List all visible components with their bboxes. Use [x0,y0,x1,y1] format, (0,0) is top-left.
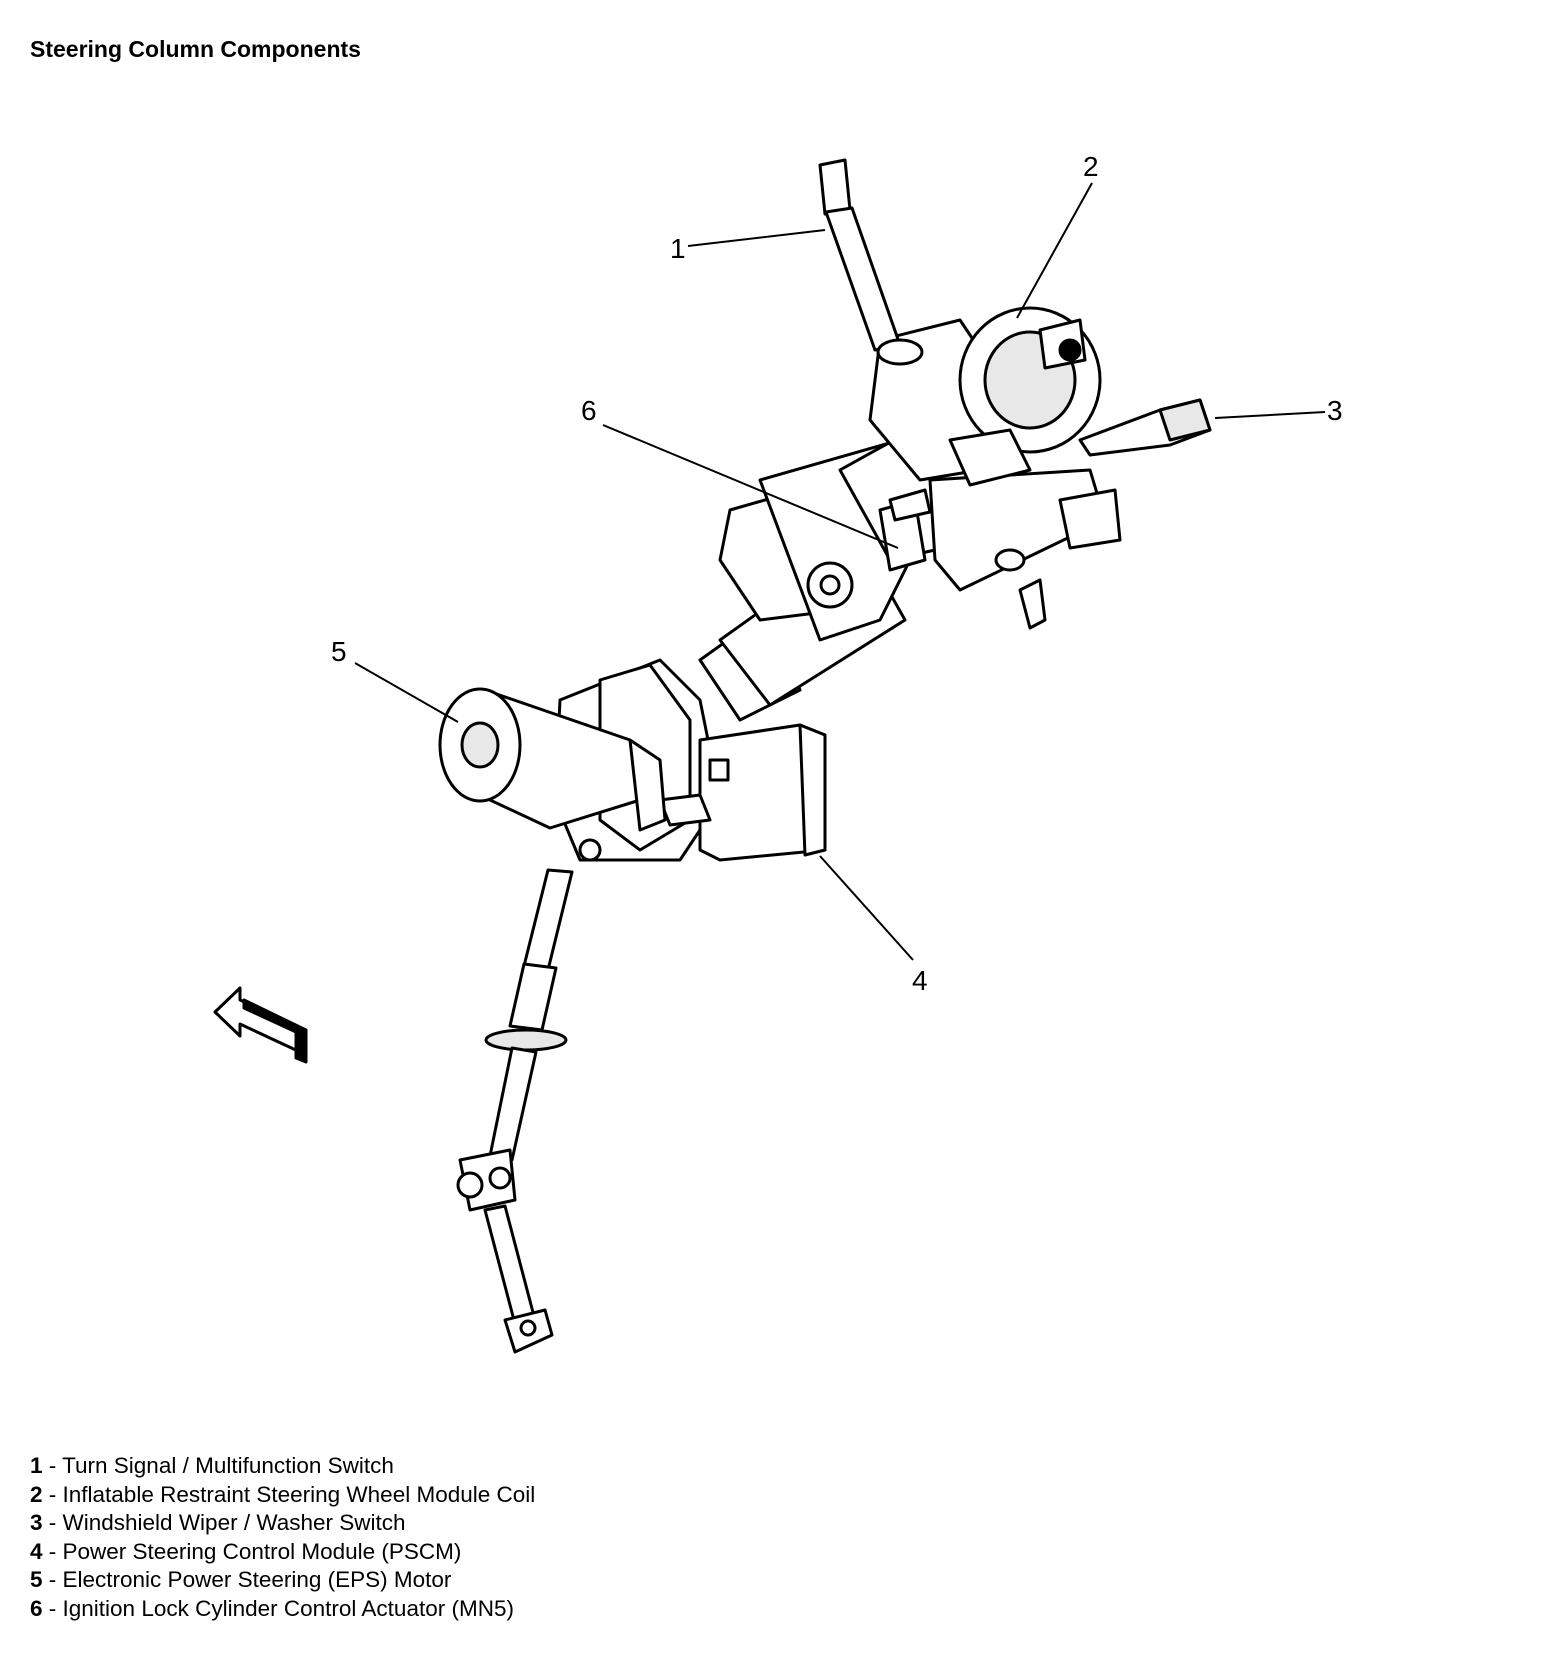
legend-number: 4 [30,1538,43,1564]
pscm-module [658,723,827,862]
intermediate-shaft [456,868,574,1354]
legend-number: 5 [30,1567,43,1592]
ignition-actuator [878,488,932,572]
legend-text: Power Steering Control Module (PSCM) [62,1538,462,1564]
legend-item: 4 - Power Steering Control Module (PSCM) [30,1538,535,1567]
legend: 1 - Turn Signal / Multifunction Switch 2… [30,1452,535,1623]
callout-5: 5 [331,636,347,667]
legend-text: Turn Signal / Multifunction Switch [62,1453,394,1478]
legend-separator: - [42,1453,63,1478]
direction-arrow-icon [213,986,308,1064]
wiper-lever [1078,398,1212,457]
legend-item: 1 - Turn Signal / Multifunction Switch [30,1452,535,1481]
steering-column-illustration: 1 2 3 4 5 6 [213,151,1343,1354]
callout-4: 4 [912,965,928,996]
eps-motor [438,687,667,832]
leader-lines [354,182,1326,961]
legend-number: 6 [30,1595,43,1621]
callout-1: 1 [670,233,686,264]
legend-text: Ignition Lock Cylinder Control Actuator … [62,1595,514,1621]
legend-item: 3 - Windshield Wiper / Washer Switch [30,1509,535,1538]
callout-6: 6 [581,395,597,426]
legend-number: 1 [30,1453,43,1478]
legend-separator: - [42,1595,63,1621]
legend-separator: - [42,1481,63,1507]
column-tube [698,418,1122,722]
switch-housing [868,306,1102,487]
diagram-title: Steering Column Components [30,36,361,62]
legend-text: Inflatable Restraint Steering Wheel Modu… [62,1481,536,1507]
callout-3: 3 [1327,395,1343,426]
callout-2: 2 [1083,151,1099,182]
legend-text: Electronic Power Steering (EPS) Motor [62,1567,452,1592]
legend-item: 2 - Inflatable Restraint Steering Wheel … [30,1481,535,1510]
turn-signal-lever [818,158,924,366]
legend-item: 6 - Ignition Lock Cylinder Control Actua… [30,1595,535,1624]
legend-separator: - [42,1510,63,1535]
legend-text: Windshield Wiper / Washer Switch [62,1510,406,1535]
legend-item: 5 - Electronic Power Steering (EPS) Moto… [30,1566,535,1595]
legend-separator: - [42,1538,63,1564]
legend-number: 3 [30,1510,43,1535]
legend-separator: - [42,1567,63,1592]
legend-number: 2 [30,1481,43,1507]
